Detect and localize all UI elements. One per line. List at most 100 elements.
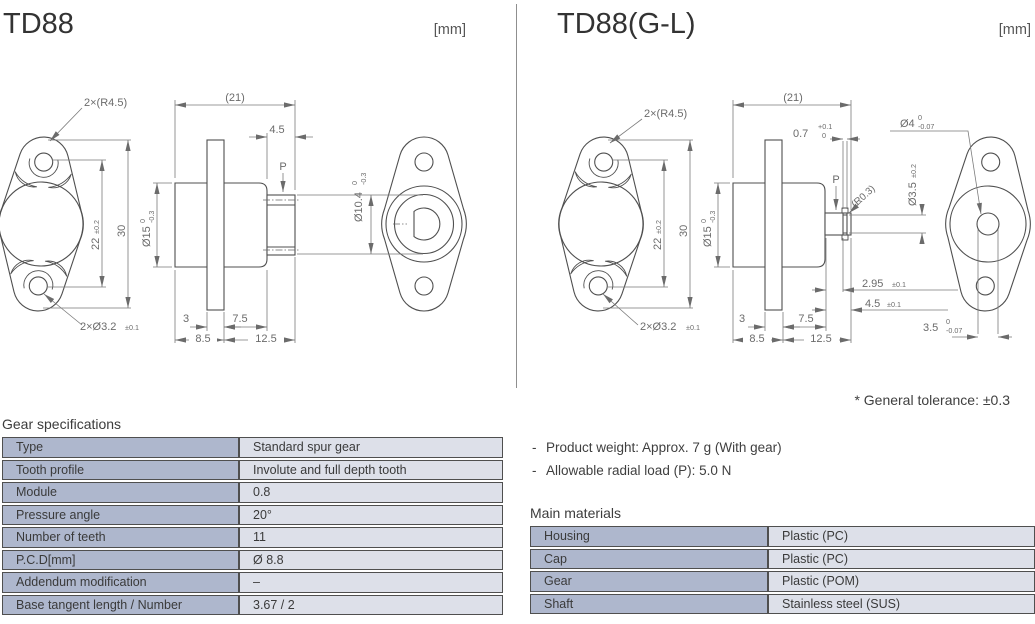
main-materials-heading: Main materials <box>530 505 622 521</box>
material-value: Plastic (POM) <box>768 571 1035 592</box>
spec-value: Standard spur gear <box>239 437 503 458</box>
spec-label: Pressure angle <box>2 504 239 525</box>
dim-dia15-lo: -0.3 <box>708 211 717 223</box>
dim-holes-tol: ±0.1 <box>686 323 700 332</box>
spec-label: P.C.D[mm] <box>2 549 239 570</box>
dim-r0.3: (R0.3) <box>850 183 878 210</box>
spec-value: Involute and full depth tooth <box>239 459 503 480</box>
dim-12.5: 12.5 <box>810 333 831 345</box>
spec-label: Module <box>2 482 239 503</box>
page-title-td88-gl: TD88(G-L) <box>557 8 696 40</box>
gear-specifications-heading: Gear specifications <box>2 416 122 432</box>
dim-dia4-hi: 0 <box>918 113 922 122</box>
dim-22: 22 <box>652 238 664 250</box>
dim-21: (21) <box>783 92 803 104</box>
dim-3: 3 <box>183 313 189 325</box>
dimension-lines <box>43 100 423 344</box>
dim-flat3.5-lo: -0.07 <box>946 326 962 335</box>
list-item: - Allowable radial load (P): 5.0 N <box>532 459 1012 482</box>
product-notes: - Product weight: Approx. 7 g (With gear… <box>532 436 1012 482</box>
material-label: Shaft <box>530 593 768 614</box>
flange-front-view <box>554 134 648 314</box>
radial-load-label: P <box>279 161 286 173</box>
side-view <box>732 139 852 311</box>
dim-r4.5: 2×(R4.5) <box>84 97 127 109</box>
spec-label: Addendum modification <box>2 572 239 593</box>
panel-divider <box>516 4 517 388</box>
page-title-td88: TD88 <box>3 8 74 40</box>
bullet-dash: - <box>532 440 537 455</box>
dim-dia15-lo: -0.3 <box>147 211 156 223</box>
side-view <box>174 139 299 311</box>
table-row: P.C.D[mm]Ø 8.8 <box>2 549 503 570</box>
table-row: Addendum modification– <box>2 572 503 593</box>
dim-21: (21) <box>225 92 245 104</box>
td88-drawing: 2×(R4.5) 22 ±0.2 30 Ø15 0 -0.3 2×Ø3.2 ±0… <box>0 92 467 345</box>
unit-label-left: [mm] <box>433 22 466 38</box>
dim-r4.5: 2×(R4.5) <box>644 108 687 120</box>
spec-label: Base tangent length / Number <box>2 594 239 615</box>
dim-30: 30 <box>678 225 690 237</box>
list-item: - Product weight: Approx. 7 g (With gear… <box>532 436 1012 459</box>
spec-value: 3.67 / 2 <box>239 594 503 615</box>
dim-22-tol: ±0.2 <box>92 220 101 234</box>
dimension-lines <box>602 100 1012 344</box>
dim-dia15-hi: 0 <box>699 219 708 223</box>
dim-0.7-lo: 0 <box>822 131 826 140</box>
material-value: Plastic (PC) <box>768 526 1035 547</box>
dim-3: 3 <box>739 313 745 325</box>
material-value: Stainless steel (SUS) <box>768 593 1035 614</box>
bullet-dash: - <box>532 463 537 478</box>
dim-30: 30 <box>116 225 128 237</box>
dim-2.95: 2.95 <box>862 278 883 290</box>
flange-front-view <box>0 134 88 314</box>
dim-dia4: Ø4 <box>900 118 915 130</box>
spec-label: Type <box>2 437 239 458</box>
dim-dia15: Ø15 <box>702 226 714 247</box>
general-tolerance-note: * General tolerance: ±0.3 <box>854 392 1010 408</box>
dim-holes: 2×Ø3.2 <box>80 321 116 333</box>
dim-4.5: 4.5 <box>865 298 880 310</box>
material-label: Housing <box>530 526 768 547</box>
dim-flat3.5-hi: 0 <box>946 317 950 326</box>
spec-value: – <box>239 572 503 593</box>
spec-value: 20° <box>239 504 503 525</box>
dim-0.7: 0.7 <box>793 128 808 140</box>
dim-dia3.5: Ø3.5 <box>907 182 919 206</box>
spec-value: Ø 8.8 <box>239 549 503 570</box>
dim-12.5: 12.5 <box>255 333 276 345</box>
spec-label: Number of teeth <box>2 527 239 548</box>
bullet-text: Allowable radial load (P): 5.0 N <box>546 463 732 478</box>
dim-4.5: 4.5 <box>269 124 284 136</box>
dim-0.7-hi: +0.1 <box>818 122 832 131</box>
shaft-circle <box>976 212 1000 236</box>
dim-7.5: 7.5 <box>798 313 813 325</box>
dim-22: 22 <box>90 238 102 250</box>
dim-dia3.5-tol: ±0.2 <box>909 164 918 178</box>
dim-8.5: 8.5 <box>749 333 764 345</box>
dim-dia10.4: Ø10.4 <box>353 192 365 222</box>
dim-dia10.4-lo: -0.3 <box>359 173 368 185</box>
unit-label-right: [mm] <box>998 22 1031 38</box>
end-view <box>381 136 467 312</box>
dim-22-tol: ±0.2 <box>654 220 663 234</box>
bullet-text: Product weight: Approx. 7 g (With gear) <box>546 440 782 455</box>
dim-holes-tol: ±0.1 <box>125 323 139 332</box>
dim-4.5-tol: ±0.1 <box>887 300 901 309</box>
dim-flat3.5: 3.5 <box>923 322 938 334</box>
dim-dia4-lo: -0.07 <box>918 122 934 131</box>
dim-2.95-tol: ±0.1 <box>892 280 906 289</box>
